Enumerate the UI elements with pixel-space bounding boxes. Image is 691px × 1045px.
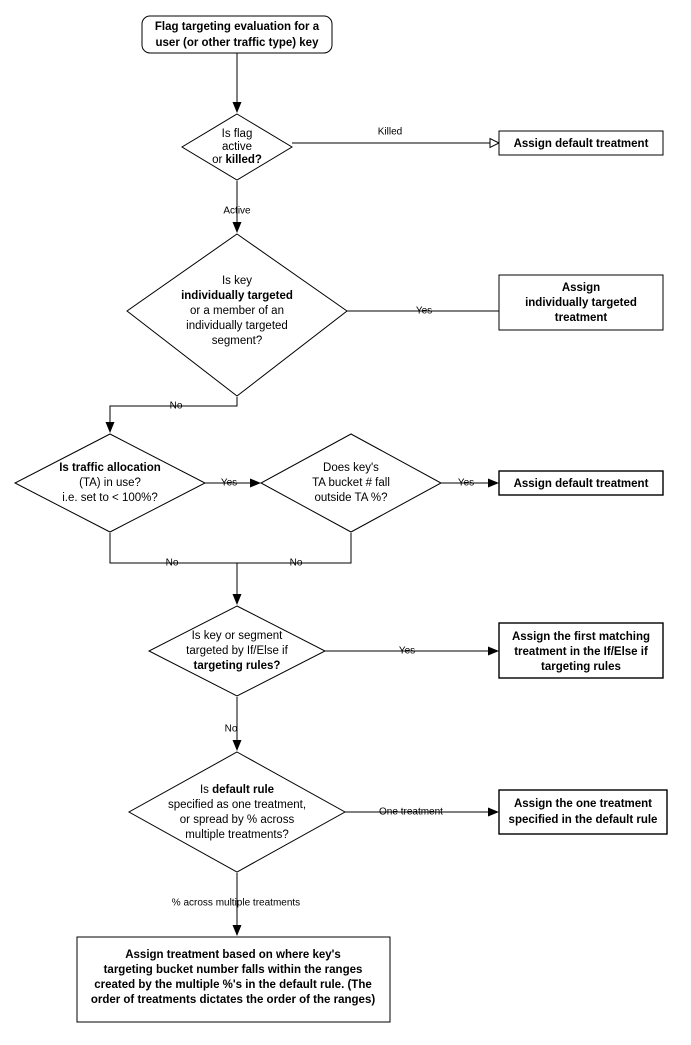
edge-killed: Killed bbox=[292, 127, 501, 149]
assign-first-matching-line-3: targeting rules bbox=[541, 661, 621, 673]
decision-traffic-allocation-line-3: i.e. set to < 100%? bbox=[62, 492, 158, 504]
decision-default-rule-shape[interactable] bbox=[127, 751, 347, 873]
edge-label-percent-across: % across multiple treatments bbox=[172, 898, 300, 909]
decision-ta-bucket-shape[interactable] bbox=[259, 433, 443, 533]
start-node-line-2: user (or other traffic type) key bbox=[156, 37, 320, 49]
edge-yes-traffic-allocation: Yes bbox=[205, 478, 261, 489]
edge-label-one-treatment: One treatment bbox=[379, 807, 443, 818]
assign-first-matching-line-1: Assign the first matching bbox=[512, 631, 650, 643]
decision-ta-bucket-line-2: TA bucket # fall bbox=[312, 477, 390, 489]
decision-traffic-allocation-line-2: (TA) in use? bbox=[79, 477, 141, 489]
edge-no-traffic-allocation: No bbox=[109, 533, 237, 569]
edge-label-killed: Killed bbox=[378, 127, 402, 138]
decision-ta-bucket-line-3: outside TA %? bbox=[314, 492, 387, 504]
node-assign-first-matching[interactable]: Assign the first matching treatment in t… bbox=[498, 622, 664, 679]
decision-traffic-allocation-line-1: Is traffic allocation bbox=[59, 462, 161, 474]
edge-no-individually-targeted: No bbox=[105, 397, 238, 433]
node-assign-default-treatment-1[interactable]: Assign default treatment bbox=[498, 130, 664, 156]
node-assign-individually-targeted[interactable]: Assign individually targeted treatment bbox=[498, 274, 664, 331]
decision-targeting-rules-line-3: targeting rules? bbox=[194, 660, 281, 672]
edge-label-yes-3: Yes bbox=[458, 478, 474, 489]
edge-label-yes-4: Yes bbox=[399, 646, 415, 657]
edge-yes-targeting-rules: Yes bbox=[325, 646, 499, 657]
decision-flag-active-line-3: or killed? bbox=[212, 154, 262, 166]
node-decision-flag-active[interactable]: Is flag active or killed? bbox=[181, 113, 293, 181]
edge-label-yes-2: Yes bbox=[221, 478, 237, 489]
edge-percent-across: % across multiple treatments bbox=[172, 873, 300, 936]
assign-individually-targeted-line-1: Assign bbox=[562, 282, 600, 294]
assign-default-2-shape[interactable] bbox=[498, 470, 664, 496]
start-node-shape[interactable] bbox=[141, 15, 333, 54]
decision-individually-targeted-line-5: segment? bbox=[212, 335, 263, 347]
decision-default-rule-line-3: or spread by % across bbox=[180, 814, 295, 826]
edge-yes-ta-bucket: Yes bbox=[441, 478, 499, 489]
decision-flag-active-shape[interactable] bbox=[181, 113, 293, 181]
node-decision-targeting-rules[interactable]: Is key or segment targeted by If/Else if… bbox=[147, 605, 327, 697]
edge-label-yes-1: Yes bbox=[416, 306, 432, 317]
decision-traffic-allocation-shape[interactable] bbox=[13, 433, 207, 533]
edge-label-no-1: No bbox=[170, 401, 183, 412]
edge-merge-to-targeting-rules bbox=[232, 563, 242, 605]
assign-default-2-label: Assign default treatment bbox=[514, 478, 649, 490]
edge-start-to-flag-decision bbox=[232, 53, 242, 113]
edge-label-active: Active bbox=[223, 206, 251, 217]
assign-percent-ranges-shape[interactable] bbox=[76, 936, 391, 1023]
node-assign-default-treatment-2[interactable]: Assign default treatment bbox=[498, 470, 664, 496]
assign-percent-ranges-line-1: Assign treatment based on where key's bbox=[125, 949, 341, 961]
assign-individually-targeted-line-3: treatment bbox=[555, 312, 608, 324]
decision-individually-targeted-line-1: Is key bbox=[222, 275, 252, 287]
decision-flag-active-line-1: Is flag bbox=[222, 128, 253, 140]
decision-flag-active-line-2: active bbox=[222, 141, 252, 153]
edges-layer: Killed Active Yes No Yes Ye bbox=[105, 53, 501, 936]
decision-targeting-rules-shape[interactable] bbox=[147, 605, 327, 697]
decision-individually-targeted-line-4: individually targeted bbox=[186, 320, 288, 332]
edge-no-ta-bucket: No bbox=[237, 533, 352, 569]
edge-label-no-4: No bbox=[225, 724, 238, 735]
node-decision-default-rule[interactable]: Is default rule specified as one treatme… bbox=[127, 751, 347, 873]
edge-label-no-2: No bbox=[166, 558, 179, 569]
decision-targeting-rules-line-2: targeted by If/Else if bbox=[186, 645, 288, 657]
edge-yes-individually-targeted: Yes bbox=[347, 306, 499, 317]
start-node-line-1: Flag targeting evaluation for a bbox=[155, 21, 320, 33]
edge-label-no-3: No bbox=[290, 558, 303, 569]
node-assign-percent-ranges[interactable]: Assign treatment based on where key's ta… bbox=[76, 936, 391, 1023]
node-decision-traffic-allocation[interactable]: Is traffic allocation (TA) in use? i.e. … bbox=[13, 433, 207, 533]
node-decision-ta-bucket[interactable]: Does key's TA bucket # fall outside TA %… bbox=[259, 433, 443, 533]
assign-one-treatment-line-1: Assign the one treatment bbox=[514, 798, 652, 810]
assign-individually-targeted-shape[interactable] bbox=[498, 274, 664, 331]
assign-percent-ranges-line-3: created by the multiple %'s in the defau… bbox=[94, 979, 372, 991]
assign-percent-ranges-line-4: order of treatments dictates the order o… bbox=[91, 994, 376, 1006]
assign-default-1-shape[interactable] bbox=[498, 130, 664, 156]
decision-individually-targeted-line-2: individually targeted bbox=[181, 290, 293, 302]
decision-individually-targeted-line-3: or a member of an bbox=[190, 305, 284, 317]
edge-no-targeting-rules: No bbox=[225, 697, 242, 751]
decision-individually-targeted-shape[interactable] bbox=[126, 233, 348, 397]
node-assign-one-treatment[interactable]: Assign the one treatment specified in th… bbox=[498, 789, 668, 835]
assign-first-matching-shape[interactable] bbox=[498, 622, 664, 679]
decision-targeting-rules-line-1: Is key or segment bbox=[192, 630, 284, 642]
edge-active: Active bbox=[223, 181, 251, 233]
node-decision-individually-targeted[interactable]: Is key individually targeted or a member… bbox=[126, 233, 348, 397]
decision-default-rule-line-4: multiple treatments? bbox=[185, 829, 289, 841]
edge-one-treatment: One treatment bbox=[345, 807, 499, 818]
assign-one-treatment-line-2: specified in the default rule bbox=[509, 814, 658, 826]
assign-default-1-label: Assign default treatment bbox=[514, 138, 649, 150]
assign-one-treatment-shape[interactable] bbox=[498, 789, 668, 835]
assign-first-matching-line-2: treatment in the If/Else if bbox=[514, 646, 648, 658]
decision-default-rule-line-2: specified as one treatment, bbox=[168, 799, 306, 811]
decision-ta-bucket-line-1: Does key's bbox=[323, 462, 379, 474]
assign-percent-ranges-line-2: targeting bucket number falls within the… bbox=[104, 964, 363, 976]
assign-individually-targeted-line-2: individually targeted bbox=[525, 297, 637, 309]
node-start[interactable]: Flag targeting evaluation for a user (or… bbox=[141, 15, 333, 54]
decision-default-rule-line-1: Is default rule bbox=[200, 784, 274, 796]
